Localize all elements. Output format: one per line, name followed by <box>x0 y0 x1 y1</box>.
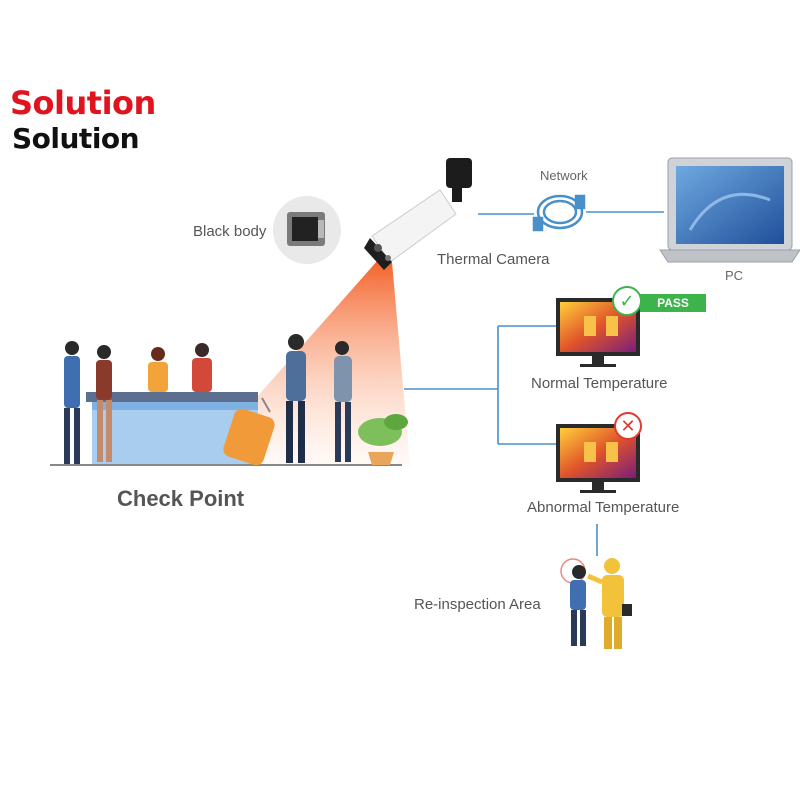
monitor-icon <box>556 424 640 493</box>
re-inspection-figures <box>560 558 632 649</box>
black-body-label: Black body <box>193 223 267 240</box>
person-figure <box>334 341 352 462</box>
person-figure <box>286 334 306 463</box>
laptop-icon <box>659 157 800 263</box>
connector-lines <box>404 211 664 556</box>
pass-badge: PASS <box>640 294 706 312</box>
check-icon: ✓ <box>612 286 642 316</box>
re-inspection-area-label: Re-inspection Area <box>414 596 541 613</box>
thermal-camera-label: Thermal Camera <box>437 251 550 268</box>
black-body-icon <box>273 196 341 264</box>
person-figure <box>192 343 212 392</box>
title-primary: Solution <box>10 84 156 122</box>
pc-label: PC <box>725 268 744 283</box>
person-figure <box>64 341 80 464</box>
plant-icon <box>358 414 408 465</box>
x-icon: ✕ <box>614 412 642 440</box>
abnormal-temperature-label: Abnormal Temperature <box>527 499 680 516</box>
luggage-icon <box>223 397 275 466</box>
thermal-camera-icon <box>364 158 472 270</box>
check-point-label: Check Point <box>117 486 245 511</box>
network-cable-icon <box>532 194 586 232</box>
normal-temperature-label: Normal Temperature <box>531 375 668 392</box>
title-secondary: Solution <box>12 122 140 155</box>
person-figure <box>96 345 112 462</box>
person-figure <box>148 347 168 392</box>
network-label: Network <box>540 168 588 183</box>
